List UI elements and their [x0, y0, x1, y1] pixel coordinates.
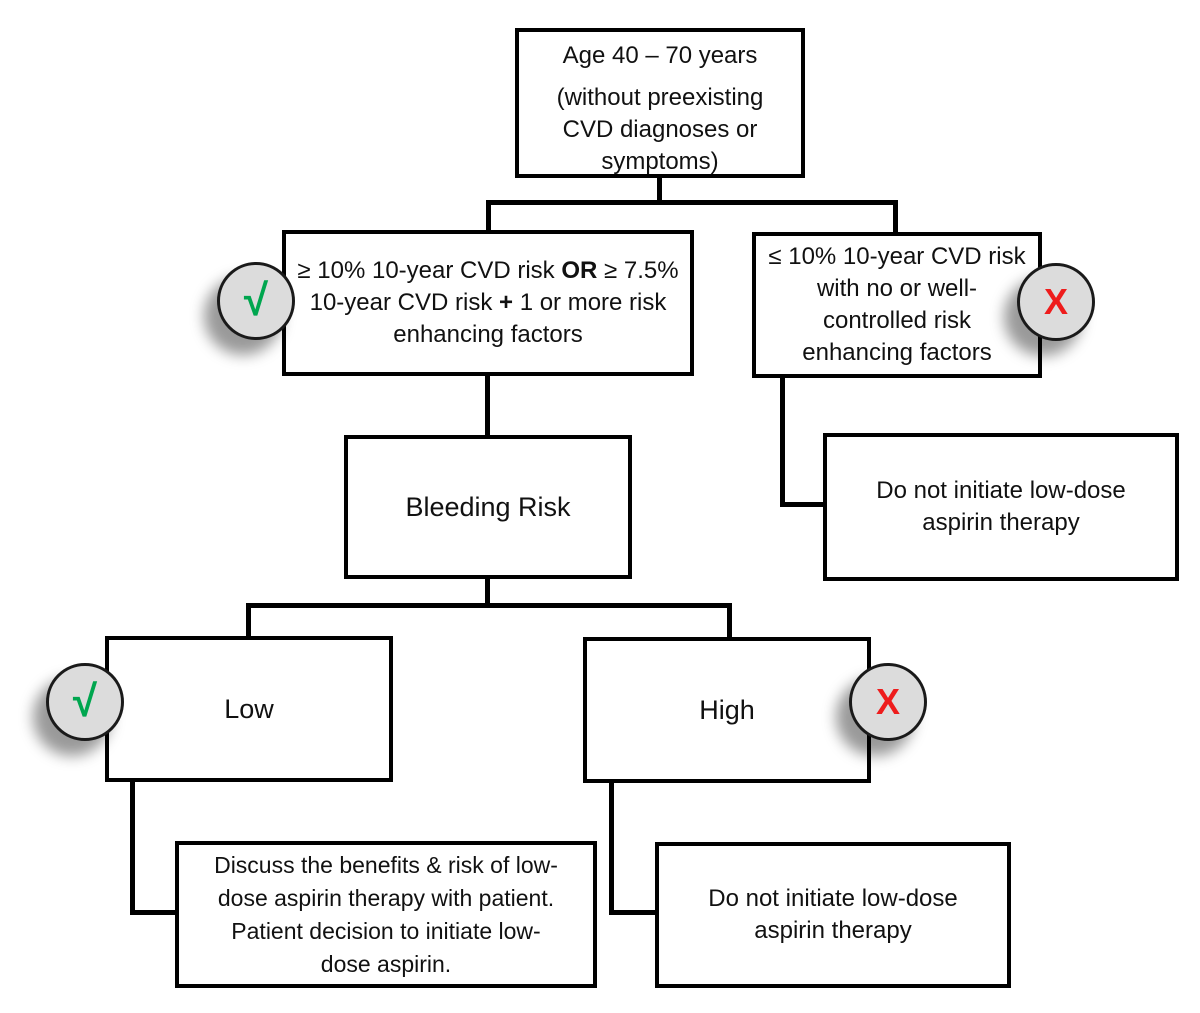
- node-bleeding-risk-low: Low: [105, 636, 393, 782]
- node-text-line: enhancing factors: [393, 321, 583, 348]
- node-text-line: ≤ 10% 10-year CVD risk: [768, 243, 1026, 270]
- connector-high-down: [609, 780, 614, 915]
- node-text-line: Bleeding Risk: [405, 492, 571, 522]
- node-age-range: Age 40 – 70 years (without preexisting C…: [515, 28, 805, 178]
- connector-low-down: [130, 780, 135, 915]
- node-text-line: dose aspirin therapy with patient.: [217, 884, 555, 911]
- connector-ineligible-down: [780, 375, 785, 507]
- node-discuss-benefits: Discuss the benefits & risk of low- dose…: [175, 841, 597, 988]
- node-do-not-initiate-lower: Do not initiate low-dose aspirin therapy: [655, 842, 1011, 988]
- node-text-line: High: [699, 695, 755, 725]
- node-text-line: Age 40 – 70 years: [562, 42, 758, 69]
- node-text-line: Do not initiate low-dose: [708, 885, 958, 912]
- x-mark-icon: X: [1017, 263, 1095, 341]
- connector-eligible-to-bleeding: [485, 373, 490, 437]
- connector-bleeding-to-split: [485, 576, 490, 607]
- node-eligible-cvd-risk: ≥ 10% 10-year CVD risk OR ≥ 7.5% 10-year…: [282, 230, 694, 376]
- connector-age-to-split: [657, 177, 662, 205]
- x-mark-icon: X: [849, 663, 927, 741]
- node-text-line: symptoms): [601, 148, 719, 175]
- node-text-line: Low: [224, 694, 274, 724]
- node-text-line: (without preexisting: [556, 84, 764, 111]
- connector-split-horizontal-top: [486, 200, 898, 205]
- checkmark-icon: √: [217, 262, 295, 340]
- node-bleeding-risk-high: High: [583, 637, 871, 783]
- node-text-line: enhancing factors: [802, 339, 992, 366]
- connector-split-to-ineligible: [893, 203, 898, 235]
- node-text-line: dose aspirin.: [320, 950, 452, 977]
- connector-split-to-low: [246, 603, 251, 638]
- checkmark-icon: √: [46, 663, 124, 741]
- node-text-line: Discuss the benefits & risk of low-: [214, 851, 558, 878]
- connector-elbow-to-do-not-initiate-lower: [609, 910, 658, 915]
- node-bleeding-risk: Bleeding Risk: [344, 435, 632, 579]
- connector-elbow-to-do-not-initiate-upper: [780, 502, 825, 507]
- node-text-line: Patient decision to initiate low-: [231, 917, 541, 944]
- connector-split-to-high: [727, 603, 732, 639]
- node-text-line: CVD diagnoses or: [562, 116, 758, 143]
- node-ineligible-cvd-risk: ≤ 10% 10-year CVD risk with no or well- …: [752, 232, 1042, 378]
- node-text-line: with no or well-: [816, 275, 978, 302]
- node-text-line: aspirin therapy: [754, 917, 912, 944]
- node-do-not-initiate-upper: Do not initiate low-dose aspirin therapy: [823, 433, 1179, 581]
- node-text-line: 10-year CVD risk + 1 or more risk: [309, 289, 667, 316]
- node-text-line: Do not initiate low-dose: [876, 477, 1126, 504]
- connector-split-to-eligible: [486, 203, 491, 232]
- node-text-line: ≥ 10% 10-year CVD risk OR ≥ 7.5%: [297, 257, 679, 284]
- node-text-line: aspirin therapy: [922, 509, 1080, 536]
- node-text-line: controlled risk: [822, 307, 972, 334]
- connector-elbow-to-discuss: [130, 910, 178, 915]
- connector-split-horizontal-bottom: [246, 603, 732, 608]
